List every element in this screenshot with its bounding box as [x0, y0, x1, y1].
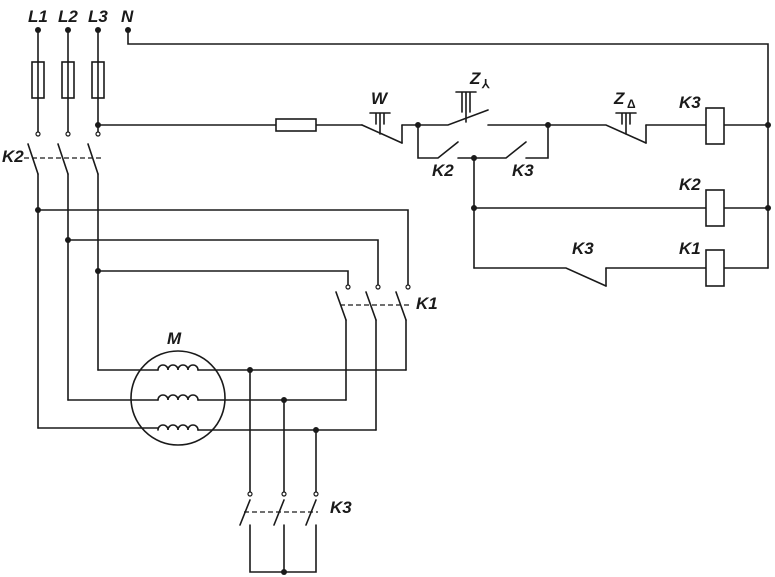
star-start-actuator — [455, 91, 477, 123]
winding-1 — [157, 364, 199, 371]
label-l3: L3 — [88, 7, 108, 26]
label-k1: K1 — [416, 294, 438, 313]
label-k2-main: K2 — [2, 147, 24, 166]
label-w: W — [371, 89, 389, 108]
k3-nc-contact — [473, 267, 607, 287]
star-start-contact — [417, 109, 549, 126]
k3-interlock-contact — [473, 124, 549, 159]
stop-button-contact — [361, 124, 403, 144]
delta-button-contact — [547, 124, 647, 144]
label-k3-nc: K3 — [572, 239, 594, 258]
k2-pole-top-2 — [65, 131, 71, 137]
label-l2: L2 — [58, 7, 78, 26]
star-point-bridge — [249, 524, 317, 573]
label-z-delta: Z — [613, 89, 625, 108]
fuse-outputs — [37, 97, 99, 135]
label-k2-hold: K2 — [432, 161, 454, 180]
k1-pole-top-3 — [345, 284, 351, 290]
k3-pole-top-3 — [313, 491, 319, 497]
k3-pole-top-2 — [281, 491, 287, 497]
control-fuse — [275, 118, 317, 132]
winding-3-leads — [37, 427, 377, 431]
winding-2 — [157, 394, 199, 401]
delta-button-actuator — [615, 112, 637, 135]
k2-output-lines — [37, 173, 99, 429]
label-k3-star: K3 — [330, 498, 352, 517]
star-point-junction — [281, 569, 287, 575]
coil-k2 — [705, 189, 725, 227]
k2-main-poles — [27, 143, 99, 175]
k2-hold-contact — [417, 124, 475, 159]
label-coil-k2: K2 — [679, 175, 701, 194]
winding-3 — [157, 424, 199, 431]
label-z-star-symbol: ⅄ — [481, 77, 490, 91]
k2-pole-top-1 — [35, 131, 41, 137]
k1-poles — [335, 291, 407, 321]
stop-button-actuator — [369, 112, 391, 135]
label-z-star: Z — [469, 69, 481, 88]
k2-pole-top-3 — [95, 131, 101, 137]
label-l1: L1 — [28, 7, 48, 26]
k1-feed-lines — [37, 209, 409, 286]
k1-pole-top-2 — [375, 284, 381, 290]
label-motor: M — [167, 329, 182, 348]
label-coil-k3: K3 — [679, 93, 701, 112]
fuse-elements — [37, 61, 99, 99]
neutral-line — [127, 29, 769, 126]
k1-output-lines — [345, 319, 407, 431]
k1-pole-top-1 — [405, 284, 411, 290]
label-k3-interlock: K3 — [512, 161, 534, 180]
k3-pole-top-1 — [247, 491, 253, 497]
coil-k3 — [705, 107, 725, 145]
supply-lines — [37, 29, 99, 63]
coil-k1 — [705, 249, 725, 287]
label-n: N — [121, 7, 134, 26]
label-coil-k1: K1 — [679, 239, 701, 258]
label-z-delta-symbol: Δ — [627, 97, 636, 111]
k3-feed-lines — [249, 369, 317, 493]
